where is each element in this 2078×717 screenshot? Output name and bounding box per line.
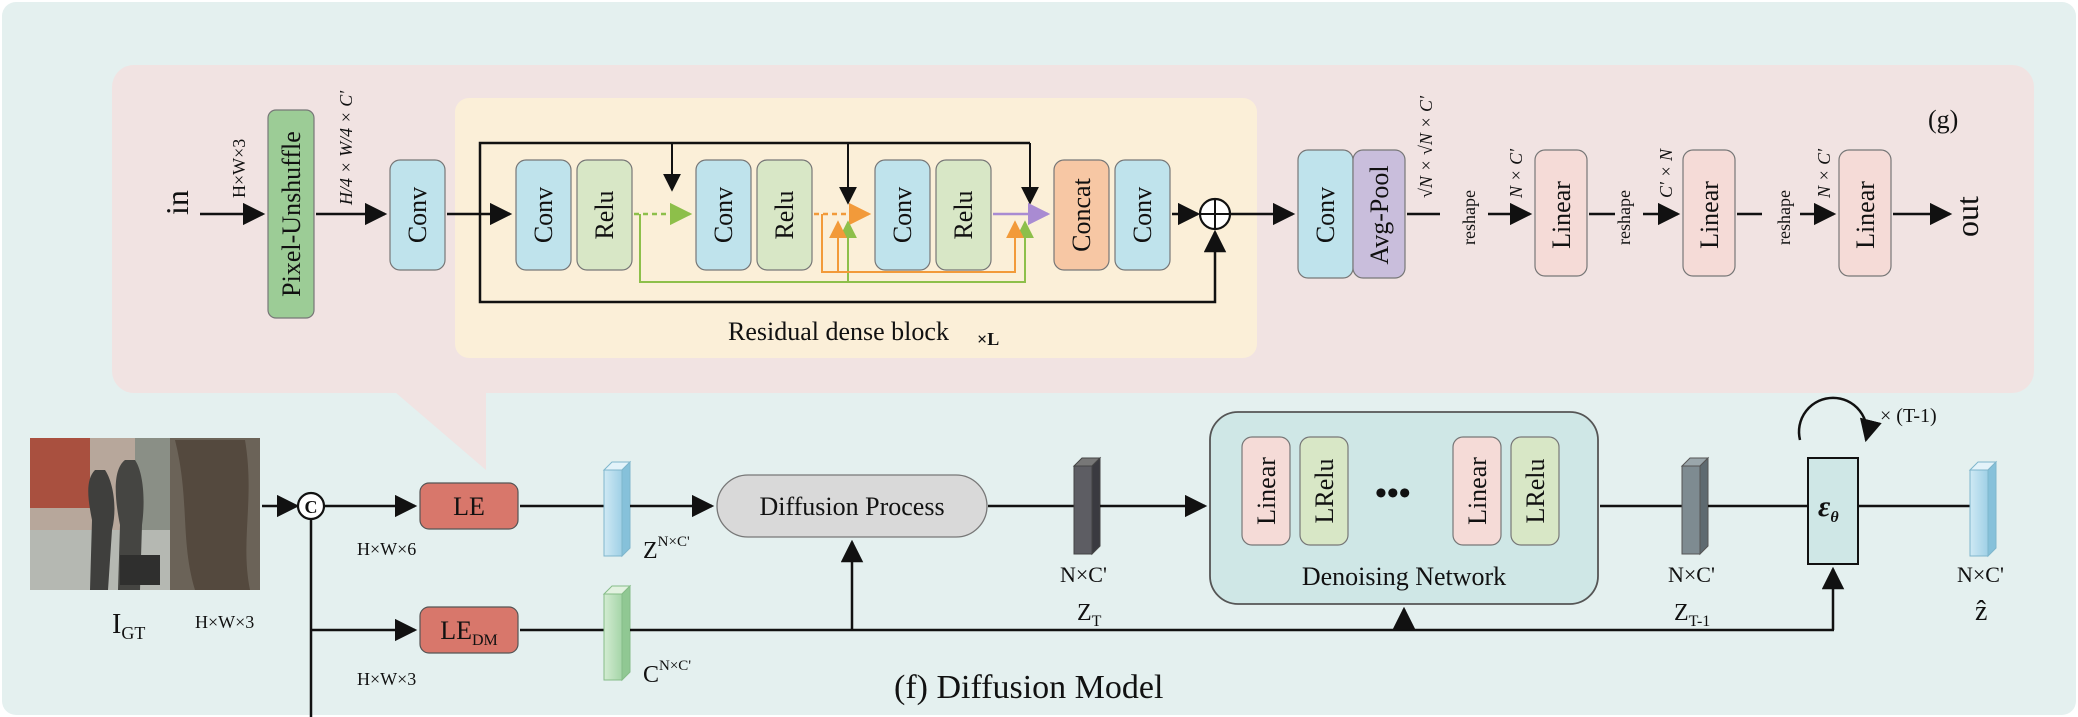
- rdb-conv-label-1: Conv: [529, 187, 558, 243]
- le-label: LE: [453, 492, 485, 521]
- zhat-cube: [1968, 460, 1998, 558]
- zhat-label: ẑ: [1975, 596, 1987, 627]
- loop-label: × (T-1): [1880, 405, 1937, 427]
- dim-nc-1: N × C': [1506, 148, 1526, 199]
- rdb-relu-label-1: Relu: [590, 190, 619, 239]
- panel-f-label: (f) Diffusion Model: [894, 669, 1163, 706]
- pixel-unshuffle-label: Pixel-Unshuffle: [277, 131, 306, 297]
- dim-nc-2: N × C': [1814, 148, 1834, 199]
- c-condition-cube: [602, 584, 632, 682]
- rdb-conv-label-4: Conv: [1128, 187, 1157, 243]
- le-dm-label: LEDM: [440, 616, 498, 649]
- linear-label-2: Linear: [1695, 181, 1724, 249]
- rdb-relu-label-3: Relu: [949, 190, 978, 239]
- concat-symbol: C: [305, 497, 318, 517]
- pool-dim-label: √N × √N × C': [1416, 95, 1436, 198]
- unshuffle-dim-label: H/4 × W/4 × C': [336, 90, 356, 206]
- zt-dim: N×C': [1060, 562, 1107, 587]
- dn-linear-2: [1452, 436, 1502, 546]
- le-dm-dim: H×W×3: [357, 669, 416, 689]
- rdb-label: Residual dense block: [728, 317, 949, 346]
- epsilon-theta-block: [1807, 457, 1859, 565]
- conv-block-1: [389, 159, 446, 271]
- diffusion-process-label: Diffusion Process: [759, 492, 944, 521]
- dn-lrelu-label-1: LRelu: [1310, 459, 1339, 524]
- dn-linear-label-1: Linear: [1252, 457, 1281, 525]
- reshape-label-1: reshape: [1459, 190, 1479, 245]
- linear-block-1: [1534, 149, 1588, 277]
- linear-block-2: [1682, 149, 1736, 277]
- rdb-conv-1: [515, 159, 572, 271]
- pixel-unshuffle-block: [267, 109, 315, 319]
- c-label: CN×C': [643, 658, 691, 688]
- dn-lrelu-2: [1510, 436, 1560, 546]
- zt-noise-cube: [1072, 456, 1102, 556]
- linear-label-3: Linear: [1851, 181, 1880, 249]
- input-image-igt: [30, 438, 260, 590]
- rdb-conv-4: [1114, 159, 1171, 271]
- z-label: ZN×C': [643, 534, 690, 564]
- dim-cn: C' × N: [1656, 148, 1676, 198]
- conv-post-label: Conv: [1311, 187, 1340, 243]
- loop-arrow: [1797, 396, 1882, 443]
- denoising-network-label: Denoising Network: [1302, 562, 1506, 591]
- epsilon-label: εθ: [1818, 490, 1839, 526]
- avgpool-block: [1352, 149, 1406, 279]
- zt-label: ZT: [1077, 600, 1102, 630]
- dn-linear-1: [1241, 436, 1291, 546]
- in-dim-label: H×W×3: [229, 139, 249, 198]
- rdb-relu-2: [756, 159, 813, 271]
- reshape-label-3: reshape: [1774, 190, 1794, 245]
- rdb-repeat: ×L: [977, 329, 999, 349]
- linear-block-3: [1838, 149, 1892, 277]
- diffusion-process-block: [716, 474, 988, 538]
- rdb-relu-1: [576, 159, 633, 271]
- le-dim: H×W×6: [357, 539, 416, 559]
- panel-g-label: (g): [1928, 105, 1958, 134]
- rdb-conv-2: [695, 159, 752, 271]
- conv-label-1: Conv: [403, 187, 432, 243]
- le-block: [419, 482, 519, 530]
- orange-dense: [821, 214, 1024, 273]
- z-vector-cube: [602, 460, 632, 558]
- reshape-label-2: reshape: [1614, 190, 1634, 245]
- avgpool-label: Avg-Pool: [1365, 165, 1394, 264]
- le-dm-block: [419, 606, 519, 654]
- linear-label-1: Linear: [1547, 181, 1576, 249]
- rdb-skip-top: [478, 141, 1030, 214]
- rdb-relu-3: [935, 159, 992, 271]
- encoder-out-label: out: [1949, 196, 1985, 237]
- rdb-conv-label-2: Conv: [709, 187, 738, 243]
- igt-dim: H×W×3: [195, 612, 254, 632]
- concat-label: Concat: [1067, 177, 1096, 251]
- zhat-dim: N×C': [1957, 562, 2004, 587]
- dn-ellipsis: •••: [1375, 475, 1411, 512]
- rdb-residual: [478, 214, 1227, 304]
- igt-label: IGT: [112, 609, 145, 643]
- callout-pointer: [395, 392, 486, 470]
- dn-lrelu-1: [1299, 436, 1349, 546]
- encoder-in-label: in: [159, 190, 195, 215]
- dn-lrelu-label-2: LRelu: [1521, 459, 1550, 524]
- rdb-conv-label-3: Conv: [888, 187, 917, 243]
- zt1-cube: [1680, 456, 1710, 556]
- dn-linear-label-2: Linear: [1463, 457, 1492, 525]
- rdb-relu-label-2: Relu: [770, 190, 799, 239]
- concat-block: [1053, 159, 1110, 271]
- zt1-label: ZT-1: [1674, 600, 1710, 630]
- zt1-dim: N×C': [1668, 562, 1715, 587]
- rdb-conv-3: [874, 159, 931, 271]
